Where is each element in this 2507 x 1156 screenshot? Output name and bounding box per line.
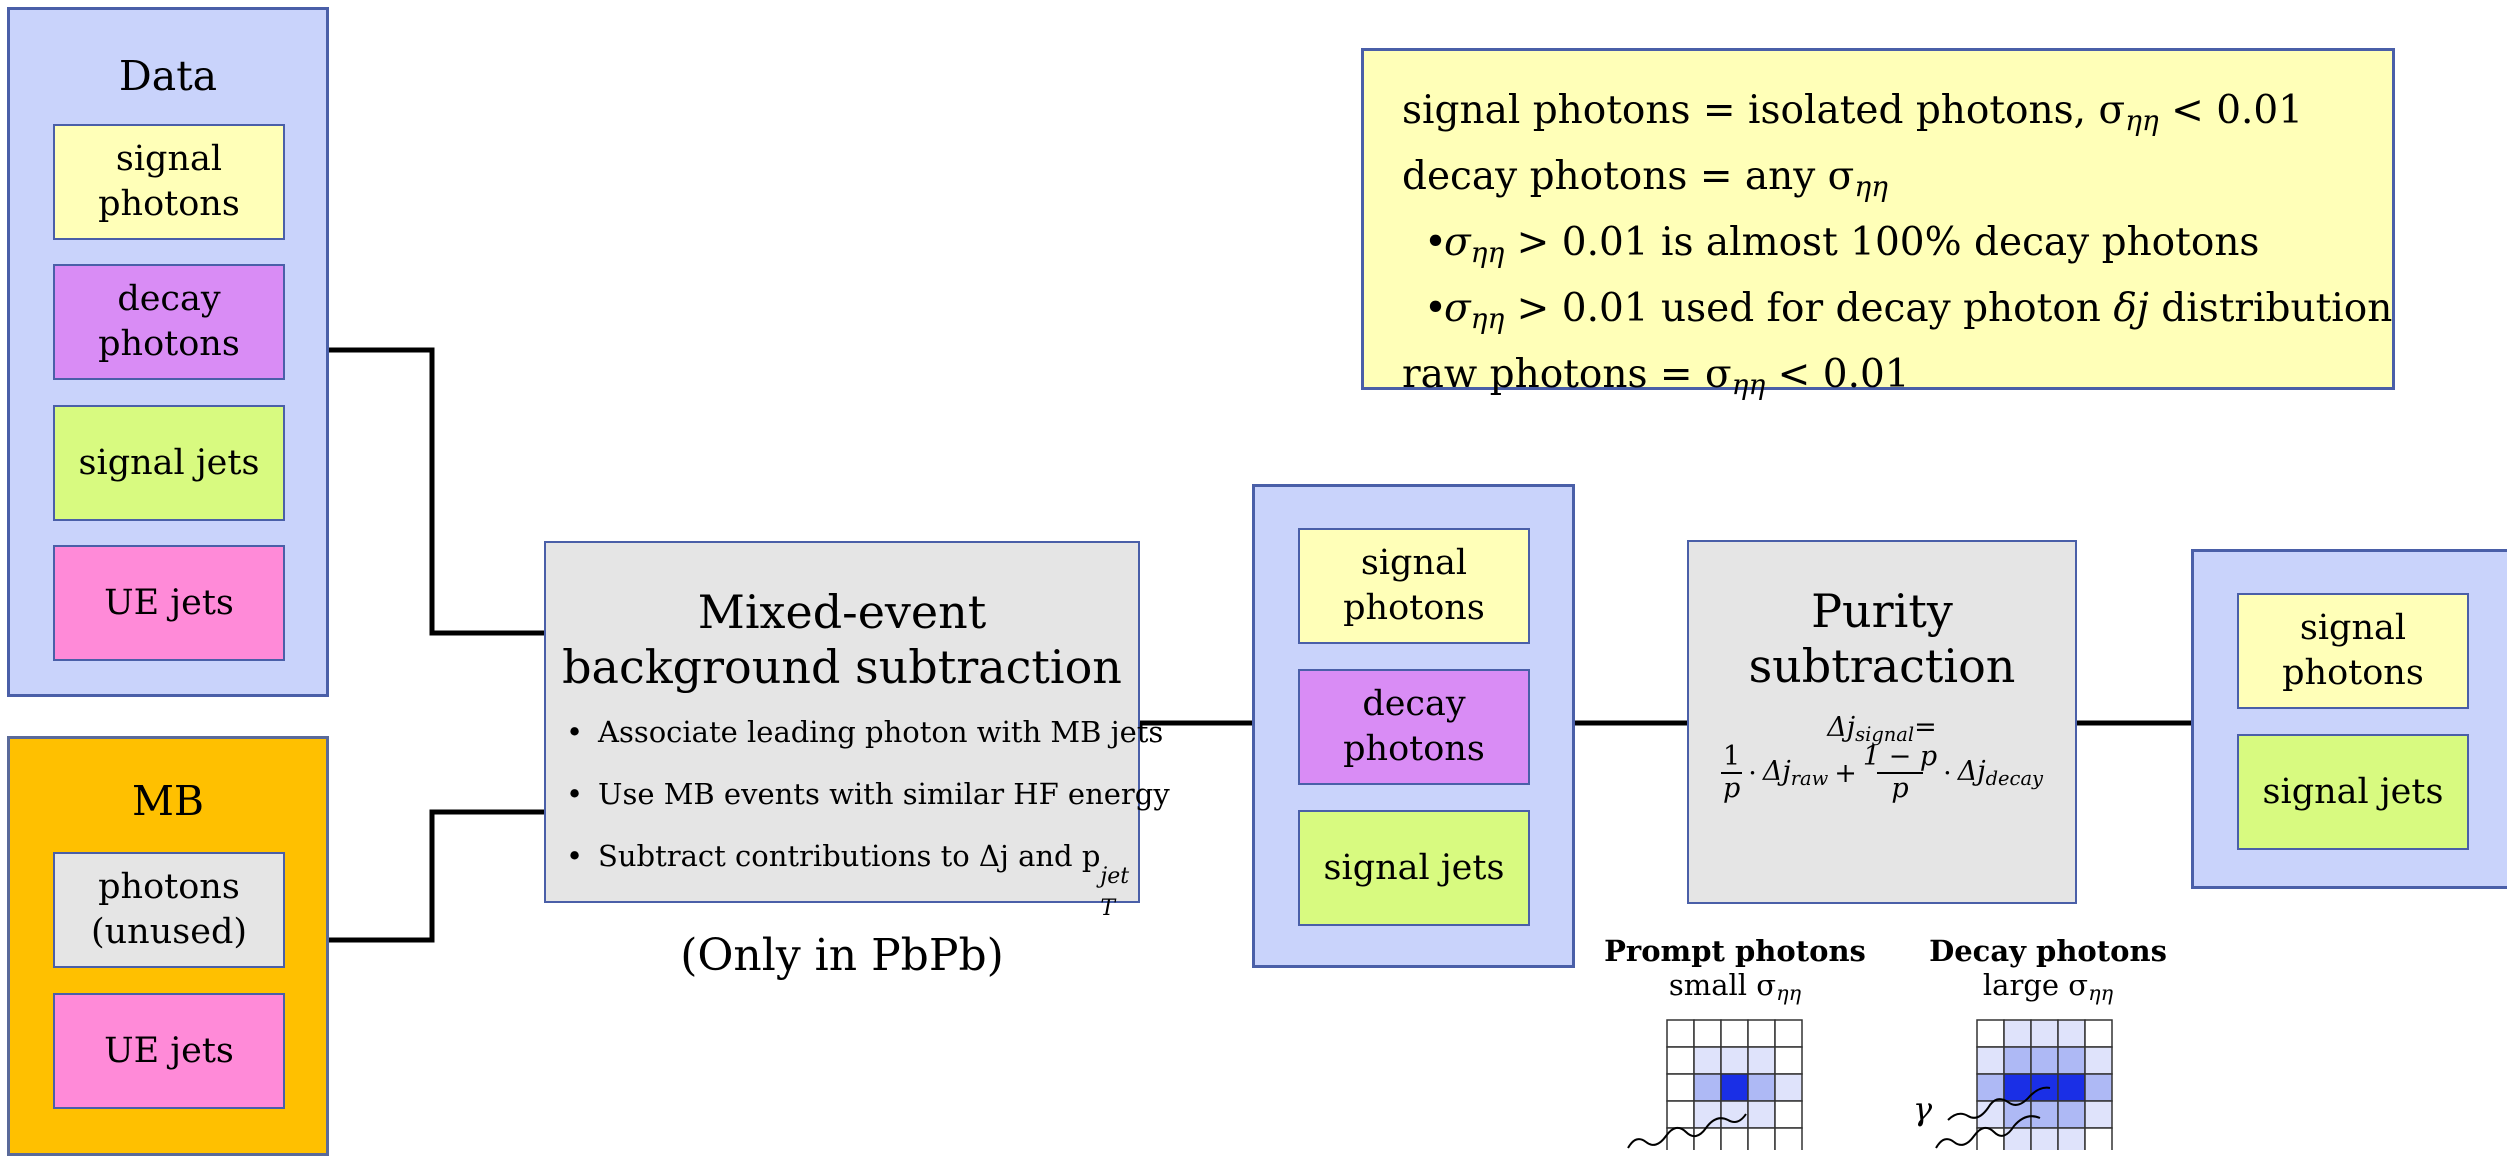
- connector-data-to-mixed: [328, 347, 545, 636]
- grid-cell: [2057, 1046, 2086, 1075]
- middle-signal-photons: signal photons: [1298, 528, 1530, 644]
- purity-title: Purity subtraction: [1748, 584, 2016, 693]
- definition-bullet-1: σηη > 0.01 is almost 100% decay photons: [1402, 215, 2392, 281]
- decay-photon-wavy-line-2: [1947, 1086, 2051, 1121]
- grid-cell: [2030, 1046, 2059, 1075]
- mixed-event-bullet: Associate leading photon with MB jets: [560, 701, 1170, 763]
- decay-photons-subtitle: large σηη: [1982, 968, 2114, 1006]
- definition-signal-photons: signal photons = isolated photons, σηη <…: [1402, 88, 2304, 138]
- grid-cell: [1976, 1019, 2005, 1048]
- mixed-event-title: Mixed-event background subtraction: [562, 585, 1122, 694]
- mixed-event-bullet-text: Subtract contributions to Δj and p: [598, 839, 1101, 873]
- prompt-photons-title: Prompt photons: [1604, 934, 1866, 968]
- data-decay-photons: decay photons: [53, 264, 285, 380]
- gamma-label: γ: [1913, 1090, 1933, 1128]
- grid-cell: [1720, 1100, 1749, 1129]
- grid-cell: [1774, 1046, 1803, 1075]
- grid-cell: [2084, 1127, 2113, 1150]
- middle-panel: signal photons decay photons signal jets: [1252, 484, 1575, 968]
- right-signal-photons: signal photons: [2237, 593, 2469, 709]
- middle-decay-photons: decay photons: [1298, 669, 1530, 785]
- data-panel: Data signal photons decay photons signal…: [7, 7, 329, 697]
- grid-cell: [2030, 1127, 2059, 1150]
- grid-cell: [2003, 1073, 2032, 1102]
- grid-cell: [2003, 1127, 2032, 1150]
- grid-cell: [2030, 1100, 2059, 1129]
- decay-photon-wavy-line-1: [1935, 1115, 2041, 1149]
- decay-photons-label: Decay photons large σηη: [1913, 934, 2183, 1005]
- grid-cell: [1976, 1127, 2005, 1150]
- mb-panel-header: MB: [131, 777, 205, 825]
- grid-cell: [2057, 1019, 2086, 1048]
- grid-cell: [2030, 1019, 2059, 1048]
- grid-cell: [1720, 1046, 1749, 1075]
- grid-cell: [2057, 1127, 2086, 1150]
- grid-cell: [1666, 1046, 1695, 1075]
- prompt-photons-label: Prompt photons small σηη: [1600, 934, 1870, 1005]
- mixed-event-box: Mixed-event background subtraction Assoc…: [544, 541, 1170, 921]
- grid-cell: [2057, 1073, 2086, 1102]
- grid-cell: [1774, 1127, 1803, 1150]
- grid-cell: [1666, 1073, 1695, 1102]
- grid-cell: [1747, 1019, 1776, 1048]
- grid-cell: [1693, 1073, 1722, 1102]
- grid-cell: [1747, 1127, 1776, 1150]
- definition-bullet-2: σηη > 0.01 used for decay photon δj dist…: [1402, 281, 2392, 347]
- grid-cell: [1976, 1046, 2005, 1075]
- mixed-event-bullets: Associate leading photon with MB jets Us…: [560, 701, 1170, 921]
- grid-cell: [1720, 1019, 1749, 1048]
- mixed-event-bullet: Use MB events with similar HF energy: [560, 763, 1170, 825]
- decay-photons-title: Decay photons: [1929, 934, 2167, 968]
- grid-cell: [2003, 1019, 2032, 1048]
- grid-cell: [1747, 1046, 1776, 1075]
- grid-cell: [1693, 1100, 1722, 1129]
- data-ue-jets: UE jets: [53, 545, 285, 661]
- definition-raw-photons: raw photons = σηη < 0.01: [1402, 352, 1910, 402]
- grid-cell: [1747, 1073, 1776, 1102]
- grid-cell: [1666, 1100, 1695, 1129]
- grid-cell: [1774, 1100, 1803, 1129]
- decay-shower-grid: [1976, 1019, 2113, 1150]
- grid-cell: [1774, 1019, 1803, 1048]
- grid-cell: [2003, 1046, 2032, 1075]
- data-signal-photons: signal photons: [53, 124, 285, 240]
- prompt-photons-subtitle: small σηη: [1668, 968, 1802, 1006]
- mb-panel: MB photons (unused) UE jets: [7, 736, 329, 1156]
- grid-cell: [1666, 1019, 1695, 1048]
- grid-cell: [1720, 1127, 1749, 1150]
- purity-formula-lhs: Δjsignal=: [1827, 712, 1937, 746]
- purity-box: Purity subtraction Δjsignal= 1 p · Δjraw…: [1687, 540, 2077, 904]
- grid-cell: [1693, 1046, 1722, 1075]
- prompt-photon-wavy-line: [1627, 1113, 1747, 1149]
- right-signal-jets: signal jets: [2237, 734, 2469, 850]
- middle-signal-jets: signal jets: [1298, 810, 1530, 926]
- grid-cell: [2084, 1046, 2113, 1075]
- pt-sub: T: [1100, 896, 1116, 921]
- mb-ue-jets: UE jets: [53, 993, 285, 1109]
- grid-cell: [2084, 1019, 2113, 1048]
- definition-decay-photons: decay photons = any σηη: [1402, 154, 1888, 204]
- data-panel-header: Data: [118, 52, 218, 100]
- grid-cell: [1720, 1073, 1749, 1102]
- grid-cell: [1747, 1100, 1776, 1129]
- grid-cell: [2057, 1100, 2086, 1129]
- connector-mb-to-mixed: [328, 809, 545, 943]
- grid-cell: [1976, 1073, 2005, 1102]
- data-signal-jets: signal jets: [53, 405, 285, 521]
- definitions-note: signal photons = isolated photons, σηη <…: [1361, 48, 2395, 401]
- grid-cell: [2084, 1073, 2113, 1102]
- right-panel: signal photons signal jets: [2191, 549, 2507, 889]
- grid-cell: [1693, 1127, 1722, 1150]
- grid-cell: [2084, 1100, 2113, 1129]
- mb-photons-unused: photons (unused): [53, 852, 285, 968]
- mixed-event-caption: (Only in PbPb): [680, 930, 1004, 981]
- grid-cell: [1774, 1073, 1803, 1102]
- purity-formula-rhs: 1 p · Δjraw + 1 − p p · Δjdecay: [1720, 741, 2044, 804]
- prompt-shower-grid: [1666, 1019, 1803, 1150]
- grid-cell: [1693, 1019, 1722, 1048]
- pt-sup: jet: [1100, 864, 1130, 889]
